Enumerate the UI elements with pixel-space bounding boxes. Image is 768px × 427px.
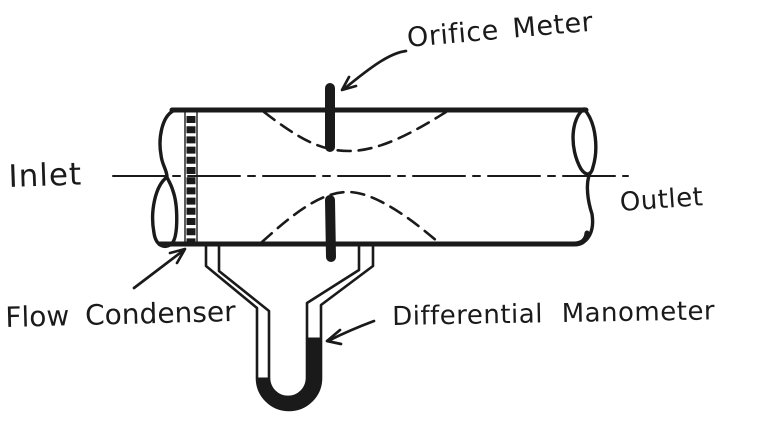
differential-manometer-label: Differential Manometer bbox=[391, 296, 716, 332]
flow-condenser-label: Flow Condenser bbox=[4, 294, 237, 334]
outlet-label: Outlet bbox=[618, 182, 705, 218]
orifice-plate bbox=[325, 83, 336, 262]
inlet-label: Inlet bbox=[7, 156, 83, 195]
pipe-outlet-end-squiggle bbox=[571, 107, 598, 242]
flow-condenser-arrow bbox=[132, 247, 187, 290]
annotation-arrows bbox=[132, 49, 408, 346]
mercury-column bbox=[256, 337, 322, 411]
pipe-body bbox=[157, 107, 590, 247]
flow-condenser-strip bbox=[184, 111, 198, 244]
orifice-meter-arrow bbox=[340, 49, 408, 92]
pipe-bottom-wall bbox=[157, 230, 590, 247]
differential-manometer-arrow bbox=[325, 319, 376, 346]
flow-convergence-dashed-lines bbox=[260, 110, 448, 244]
pipe-inlet-end-squiggle bbox=[150, 109, 179, 249]
differential-manometer-tube bbox=[204, 242, 375, 412]
